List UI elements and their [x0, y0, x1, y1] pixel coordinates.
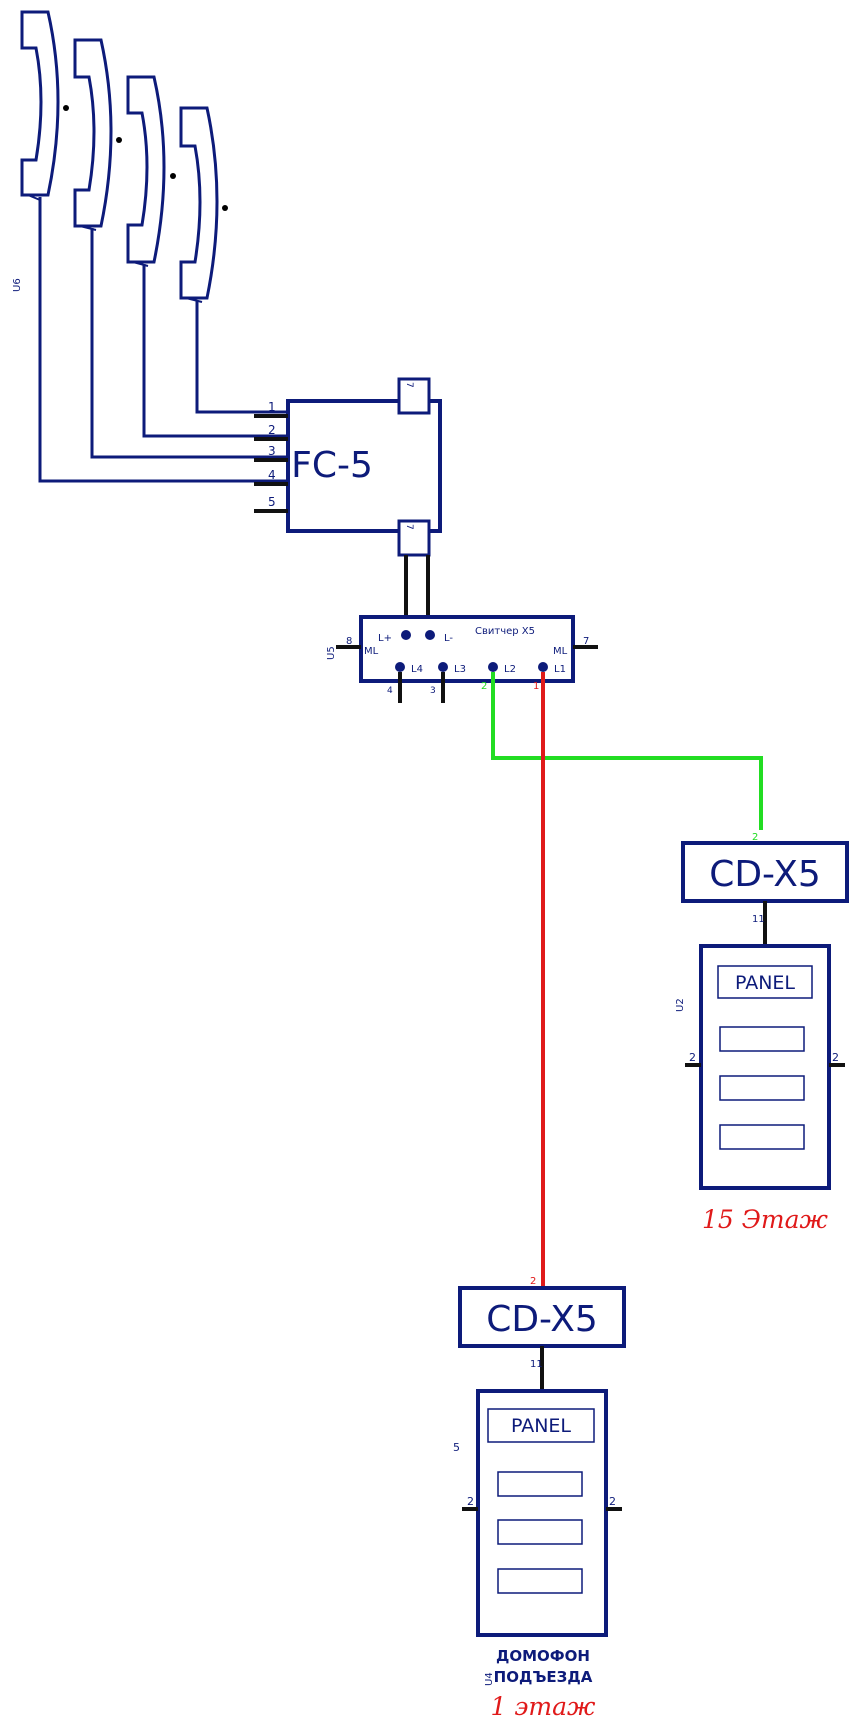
fc5-pins [254, 414, 288, 513]
panel-1-pin-right: 2 [609, 1495, 616, 1508]
panel-15-button-1[interactable] [719, 1026, 805, 1052]
cdx5-1-pin-top: 2 [530, 1276, 536, 1287]
floor-15-label: 15 Этаж [702, 1205, 828, 1234]
switcher-pin-3: 3 [430, 686, 436, 696]
switcher-pin-8: 8 [346, 636, 352, 647]
fc5-top-pin: 7 [404, 382, 414, 388]
switcher-line-l1: L1 [554, 664, 566, 675]
switcher-ml-left: ML [364, 646, 379, 657]
red-wire-pin-1: 1 [533, 681, 539, 692]
switcher-pins [336, 645, 598, 703]
panel-1-button-3[interactable] [497, 1568, 583, 1594]
panel-15-pin-right: 2 [832, 1051, 839, 1064]
switcher-title: Свитчер X5 [475, 626, 535, 637]
handset-1[interactable] [20, 10, 69, 201]
cdx5-15-pin-bottom: 11 [752, 914, 765, 925]
handset-group [20, 10, 228, 303]
fc5-pin-4: 4 [268, 468, 276, 482]
handset-wires [38, 197, 286, 483]
panel-15-title: PANEL [735, 972, 795, 994]
panel-1-caption-line2: ПОДЪЕЗДА [494, 1668, 593, 1686]
switcher-line-l4: L4 [411, 664, 423, 675]
switcher-ml-right: ML [553, 646, 568, 657]
switcher-pin-7: 7 [583, 636, 589, 647]
panel-1-caption-line1: ДОМОФОН [496, 1647, 590, 1665]
cdx5-15-title: CD-X5 [709, 854, 821, 895]
green-wire-pin-2: 2 [481, 681, 487, 692]
fc5-bottom-pin: 7 [404, 524, 414, 530]
panel-15-pin-left: 2 [689, 1051, 696, 1064]
handset-4[interactable] [179, 106, 228, 303]
cdx5-converter-1[interactable]: CD-X5 [458, 1286, 626, 1348]
panel-15-button-2[interactable] [719, 1075, 805, 1101]
handset-3[interactable] [126, 75, 176, 267]
panel-1-button-1[interactable] [497, 1471, 583, 1497]
fc5-title: FC-5 [291, 445, 373, 486]
floor-1-label: 1 этаж [491, 1692, 596, 1721]
fc5-pin-1: 1 [268, 400, 276, 414]
panel-1-pin-left: 2 [467, 1495, 474, 1508]
green-wire [491, 672, 763, 830]
panel-15-ref: U2 [675, 998, 686, 1012]
switcher-pin-lminus: L- [444, 633, 453, 644]
panel-1-title: PANEL [511, 1415, 571, 1437]
panel-15-button-3[interactable] [719, 1124, 805, 1150]
fc5-pin-3: 3 [268, 444, 276, 458]
switcher-module[interactable]: Свитчер X5 L+ L- ML ML L4 L3 L2 L1 [359, 615, 575, 683]
cdx5-15-pin-top: 2 [752, 832, 758, 843]
cdx5-converter-15[interactable]: CD-X5 [681, 841, 849, 903]
cdx5-1-title: CD-X5 [486, 1299, 598, 1340]
switcher-line-l3: L3 [454, 664, 466, 675]
switcher-ref: U5 [326, 646, 337, 660]
call-panel-1[interactable]: PANEL [476, 1389, 608, 1637]
handsets-ref-label: U6 [12, 278, 23, 292]
switcher-line-l2: L2 [504, 664, 516, 675]
handset-2[interactable] [73, 38, 122, 231]
fc5-pin-5: 5 [268, 495, 276, 509]
switcher-pin-lplus: L+ [378, 633, 392, 644]
panel-1-ref: U4 [484, 1672, 495, 1686]
panel-1-button-2[interactable] [497, 1519, 583, 1545]
switcher-pin-4: 4 [387, 686, 393, 696]
fc5-pin-2: 2 [268, 423, 276, 437]
cdx5-1-pin-bottom: 11 [530, 1359, 543, 1370]
call-panel-15[interactable]: PANEL [699, 944, 831, 1190]
panel-1-side-ref: 5 [453, 1441, 460, 1454]
fc5-module[interactable]: FC-5 7 7 [286, 377, 442, 557]
